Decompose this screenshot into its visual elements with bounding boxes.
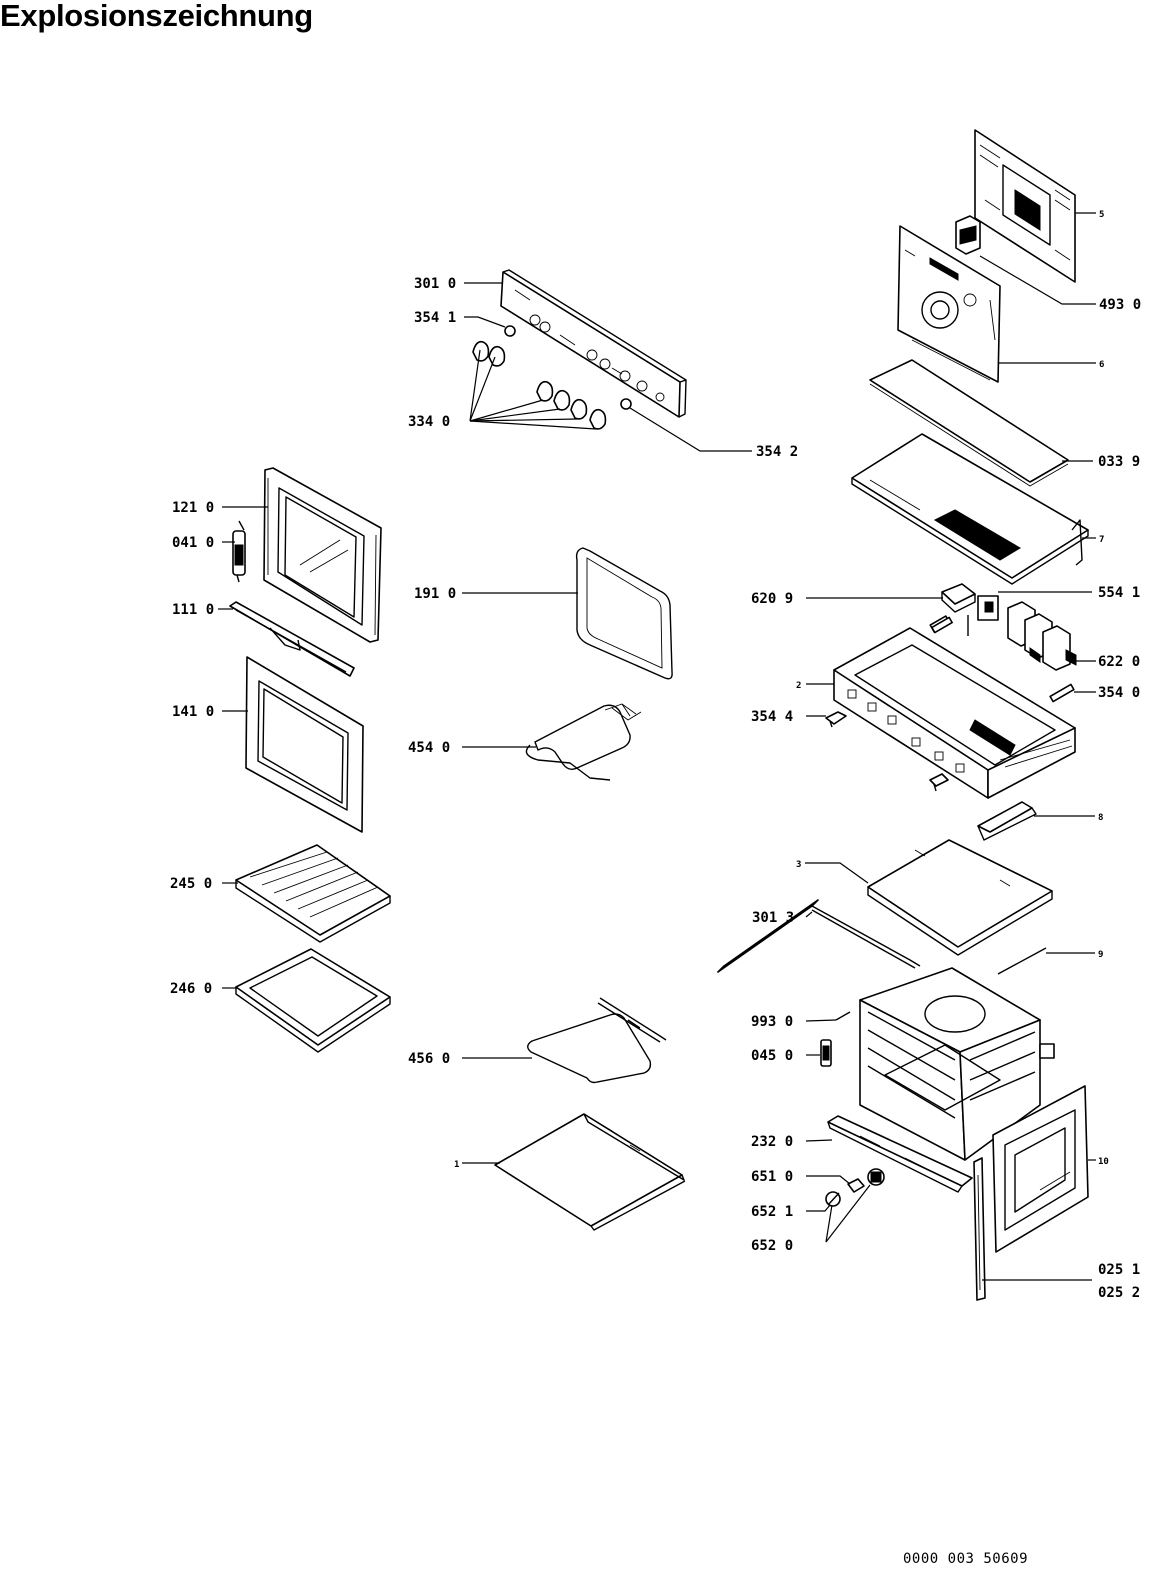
part-pin-right xyxy=(1049,683,1075,703)
part-bottom-cover xyxy=(827,1115,973,1193)
callout-10: 10 xyxy=(1098,1157,1109,1167)
callout-2: 2 xyxy=(796,681,801,691)
callout-1: 1 xyxy=(454,1160,459,1170)
callout-121-0: 121 0 xyxy=(172,500,214,516)
part-pin-993 xyxy=(835,1011,851,1021)
part-indicator-lamp-1 xyxy=(504,325,516,337)
part-heating-element xyxy=(527,997,667,1084)
part-side-panel xyxy=(867,839,1053,956)
part-bottom-plate xyxy=(494,1113,686,1231)
callout-554-1: 554 1 xyxy=(1098,585,1140,601)
callout-9: 9 xyxy=(1098,950,1103,960)
callout-246-0: 246 0 xyxy=(170,981,212,997)
callout-354-1: 354 1 xyxy=(414,310,456,326)
part-screw-2 xyxy=(929,773,949,792)
part-insulation-mat xyxy=(869,359,1069,487)
callout-334-0: 334 0 xyxy=(408,414,450,430)
part-baking-tray xyxy=(235,948,391,1053)
part-oven-door-seal xyxy=(575,547,673,680)
part-door-glass-panel xyxy=(245,656,364,833)
callout-245-0: 245 0 xyxy=(170,876,212,892)
part-oven-rack xyxy=(235,844,391,943)
part-lamp-cover xyxy=(825,1191,841,1207)
callout-456-0: 456 0 xyxy=(408,1051,450,1067)
part-control-knobs xyxy=(472,340,607,430)
part-guide-rail xyxy=(717,899,921,973)
callout-493-0: 493 0 xyxy=(1099,297,1141,313)
callout-652-0: 652 0 xyxy=(751,1238,793,1254)
callout-301-0: 301 0 xyxy=(414,276,456,292)
part-rod xyxy=(997,947,1047,975)
callout-993-0: 993 0 xyxy=(751,1014,793,1030)
callout-3: 3 xyxy=(796,860,801,870)
part-screw-1 xyxy=(825,711,847,728)
callout-232-0: 232 0 xyxy=(751,1134,793,1150)
callout-354-0: 354 0 xyxy=(1098,685,1140,701)
callout-191-0: 191 0 xyxy=(414,586,456,602)
callout-033-9: 033 9 xyxy=(1098,454,1140,470)
part-oven-lamp xyxy=(847,1168,885,1193)
part-rear-wall xyxy=(897,225,1001,383)
callout-141-0: 141 0 xyxy=(172,704,214,720)
callout-8: 8 xyxy=(1098,813,1103,823)
part-side-trim xyxy=(973,1157,986,1301)
callout-5: 5 xyxy=(1099,210,1104,220)
part-pin-left xyxy=(931,616,953,634)
part-clip-045 xyxy=(820,1039,832,1067)
part-inner-door-frame xyxy=(263,467,382,643)
part-door-inner-panel xyxy=(992,1085,1089,1253)
part-fan-motor xyxy=(955,215,981,255)
part-relay-block xyxy=(1007,601,1077,671)
callout-045-0: 045 0 xyxy=(751,1048,793,1064)
callout-labels: 301 0 354 1 334 0 354 2 121 0 041 0 111 … xyxy=(170,210,1141,1301)
callout-620-9: 620 9 xyxy=(751,591,793,607)
part-top-cover xyxy=(851,433,1089,585)
callout-622-0: 622 0 xyxy=(1098,654,1140,670)
part-thermostat-switch xyxy=(967,595,999,636)
callout-111-0: 111 0 xyxy=(172,602,214,618)
document-code: 0000 003 50609 xyxy=(903,1551,1029,1567)
part-control-panel xyxy=(500,269,687,418)
part-indicator-lamp-2 xyxy=(620,398,632,410)
part-bracket xyxy=(977,801,1037,841)
callout-354-4: 354 4 xyxy=(751,709,793,725)
callout-025-1: 025 1 xyxy=(1098,1262,1140,1278)
part-door-handle xyxy=(229,601,355,677)
callout-652-1: 652 1 xyxy=(751,1204,793,1220)
callout-6: 6 xyxy=(1099,360,1104,370)
part-rear-cover xyxy=(974,129,1076,283)
callout-025-2: 025 2 xyxy=(1098,1285,1140,1301)
callout-651-0: 651 0 xyxy=(751,1169,793,1185)
part-door-hinge xyxy=(232,520,246,583)
callout-301-3: 301 3 xyxy=(752,910,794,926)
callout-454-0: 454 0 xyxy=(408,740,450,756)
page-title: Explosionszeichnung xyxy=(0,0,313,33)
part-oven-cavity xyxy=(859,967,1055,1161)
callout-7: 7 xyxy=(1099,535,1104,545)
part-grill-element xyxy=(525,703,642,781)
leader-lines xyxy=(218,212,1096,1281)
callout-354-2: 354 2 xyxy=(756,444,798,460)
callout-041-0: 041 0 xyxy=(172,535,214,551)
part-control-housing xyxy=(833,627,1076,799)
